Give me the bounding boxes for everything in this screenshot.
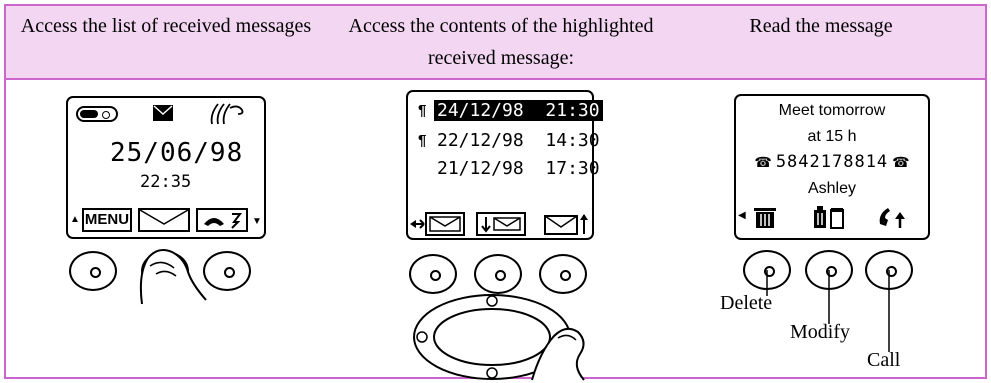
navigation-ring-icon[interactable] <box>412 292 602 382</box>
message-date: 22/12/98 <box>437 130 524 151</box>
left-softkey-button-2[interactable] <box>409 254 457 294</box>
battery-icon <box>76 106 118 122</box>
phone-handset-icon: ☎ <box>754 156 772 171</box>
right-softkey-button-1[interactable] <box>203 251 251 291</box>
envelope-left-icon[interactable] <box>410 212 466 236</box>
middle-softkey-button-2[interactable] <box>474 254 522 294</box>
right-softkey-button-2[interactable] <box>539 254 587 294</box>
call-callout-label: Call <box>867 349 901 371</box>
message-row[interactable]: 21/12/98 17:30 <box>418 158 600 182</box>
menu-softkey[interactable]: MENU <box>82 208 132 232</box>
call-icon[interactable] <box>876 204 910 230</box>
diagram-frame: Access the list of received messages Acc… <box>4 4 987 382</box>
message-datetime: 24/12/98 21:30 <box>434 100 603 121</box>
message-time: 21:30 <box>545 100 600 121</box>
phone-number-row: ☎ 5842178814 ☎ <box>736 152 928 172</box>
step3-caption: Read the message <box>749 15 893 37</box>
phone-screen-1: 25/06/98 22:35 ▲ MENU ▼ <box>66 96 266 239</box>
phone-number: 5842178814 <box>775 152 889 172</box>
phone-handset-icon: ☎ <box>892 156 910 171</box>
phone-screen-2: ¶ 24/12/98 21:30 ¶ 22/12/98 14:30 21/12/98 1… <box>406 90 603 240</box>
screen-date: 25/06/98 <box>110 138 244 168</box>
signal-icon <box>210 103 244 125</box>
message-line-1: Meet tomorrow <box>778 102 886 119</box>
step1-caption: Access the list of received messages <box>20 15 312 37</box>
message-row[interactable]: ¶ 22/12/98 14:30 <box>418 130 600 154</box>
modify-icon[interactable] <box>812 204 846 230</box>
envelope-up-icon[interactable] <box>544 212 590 236</box>
modify-callout-label: Modify <box>790 321 850 343</box>
unread-marker: ¶ <box>418 132 427 149</box>
delete-callout-label: Delete <box>720 292 773 314</box>
message-datetime: 22/12/98 14:30 <box>434 130 603 151</box>
message-date: 24/12/98 <box>437 100 524 121</box>
message-time: 17:30 <box>545 158 600 179</box>
message-datetime: 21/12/98 17:30 <box>434 158 603 179</box>
message-date: 21/12/98 <box>437 158 524 179</box>
pressing-finger-icon <box>139 249 207 305</box>
message-row[interactable]: ¶ 24/12/98 21:30 <box>418 100 603 124</box>
header-band: Access the list of received messages Acc… <box>6 6 985 80</box>
envelope-outline-icon[interactable] <box>138 208 190 232</box>
scroll-down-arrow-icon: ▼ <box>252 216 262 227</box>
screen-time: 22:35 <box>140 172 192 192</box>
trash-icon[interactable] <box>752 206 778 230</box>
contact-name: Ashley <box>807 180 857 197</box>
callout-lines <box>766 270 890 352</box>
phone-screen-3: Meet tomorrow at 15 h ☎ 5842178814 ☎ Ash… <box>734 94 930 240</box>
envelope-icon <box>153 105 173 121</box>
left-arrow-icon: ◀ <box>738 210 746 221</box>
envelope-down-icon[interactable] <box>476 212 526 236</box>
message-line-2: at 15 h <box>807 128 857 145</box>
unread-marker: ¶ <box>418 102 427 119</box>
step2-caption: Access the contents of the highlighted r… <box>348 15 654 69</box>
left-softkey-button-1[interactable] <box>69 251 117 291</box>
message-time: 14:30 <box>545 130 600 151</box>
scroll-up-arrow-icon: ▲ <box>70 214 80 225</box>
phone-icon[interactable] <box>196 208 248 232</box>
